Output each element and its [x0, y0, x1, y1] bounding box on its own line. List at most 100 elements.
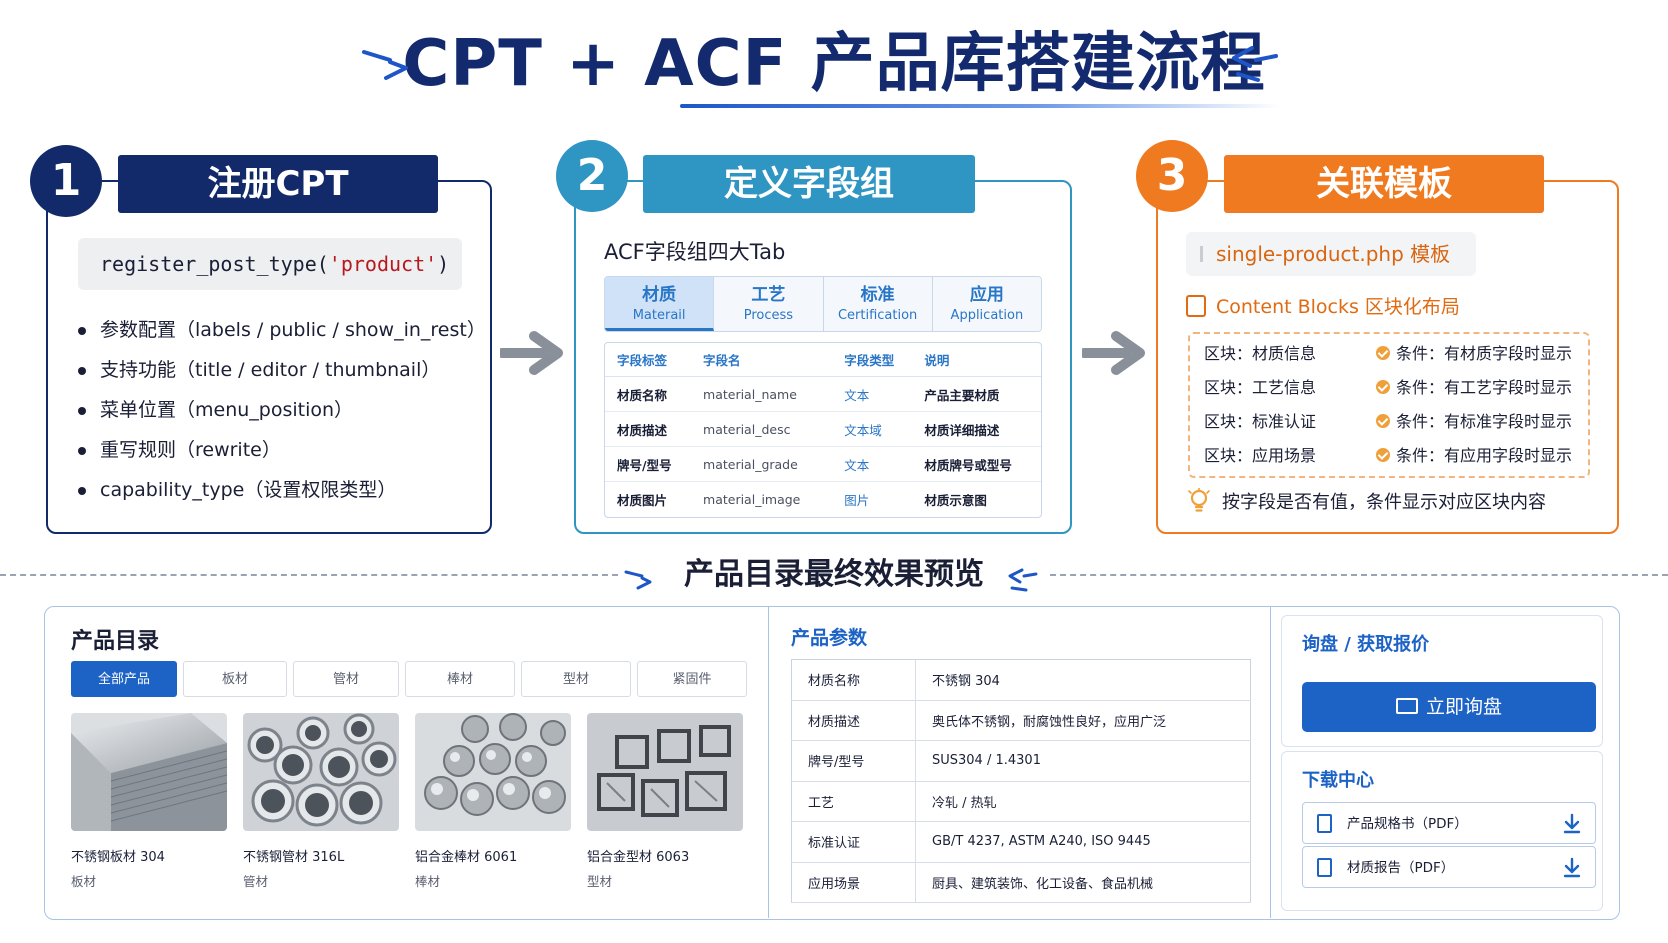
title-underline — [680, 104, 1280, 108]
field-description: 材质示意图 — [924, 493, 987, 508]
check-icon — [1376, 414, 1390, 428]
table-row: 材质名称 material_name 文本 产品主要材质 — [605, 377, 1041, 412]
param-key: 工艺 — [791, 781, 916, 822]
table-row: 材质描述奥氏体不锈钢，耐腐蚀性良好，应用广泛 — [791, 700, 1251, 741]
tab-sublabel: Certification — [837, 308, 918, 323]
block-name: 区块：工艺信息 — [1204, 378, 1317, 397]
tab-fastener[interactable]: 紧固件 — [637, 661, 747, 697]
title-area: CPT + ACF 产品库搭建流程 — [0, 14, 1668, 114]
step-3-badge: 3 — [1136, 140, 1208, 212]
block-row: 区块：工艺信息 条件：有工艺字段时显示 — [1204, 372, 1584, 404]
steel-tubes-image — [243, 713, 399, 831]
condition-text: 条件：有工艺字段时显示 — [1396, 378, 1573, 397]
block-name: 区块：材质信息 — [1204, 344, 1317, 363]
tab-process[interactable]: 工艺 Process — [714, 277, 824, 331]
column-header: 字段类型 — [832, 343, 913, 377]
aluminum-profiles-image — [587, 713, 743, 831]
list-item: capability_type（设置权限类型） — [78, 470, 486, 510]
param-key: 材质描述 — [791, 700, 916, 741]
left-swoosh-icon — [624, 570, 652, 590]
block-row: 区块：材质信息 条件：有材质字段时显示 — [1204, 338, 1584, 370]
inquire-now-button[interactable]: 立即询盘 — [1302, 682, 1596, 732]
field-description: 材质详细描述 — [912, 412, 1041, 447]
document-icon — [1317, 814, 1332, 833]
page-title: CPT + ACF 产品库搭建流程 — [402, 27, 1266, 101]
download-center: 下载中心 产品规格书（PDF） 材质报告（PDF） — [1281, 751, 1603, 911]
download-spec-sheet[interactable]: 产品规格书（PDF） — [1302, 802, 1596, 844]
list-item: 参数配置（labels / public / show_in_rest） — [78, 310, 486, 350]
product-card[interactable]: 铝合金型材 6063 型材 — [587, 713, 743, 891]
table-row: 应用场景厨具、建筑装饰、化工设备、食品机械 — [791, 862, 1251, 903]
code-string: 'product' — [328, 252, 438, 276]
inquire-button-label: 立即询盘 — [1425, 696, 1502, 718]
divider-left — [0, 574, 618, 576]
param-key: 材质名称 — [791, 659, 916, 701]
product-name: 铝合金型材 6063 — [587, 850, 690, 865]
tab-label: 标准 — [860, 285, 895, 305]
product-card[interactable]: 不锈钢板材 304 板材 — [71, 713, 228, 891]
param-value: SUS304 / 1.4301 — [915, 740, 1251, 782]
product-category: 棒材 — [415, 874, 441, 889]
tab-material[interactable]: 材质 Materail — [605, 277, 715, 331]
product-category: 型材 — [587, 874, 613, 889]
content-blocks-note: 按字段是否有值，条件显示对应区块内容 — [1188, 488, 1546, 518]
block-name: 区块：应用场景 — [1204, 446, 1317, 465]
param-value: 厨具、建筑装饰、化工设备、食品机械 — [915, 862, 1251, 903]
tab-certification[interactable]: 标准 Certification — [823, 277, 933, 331]
param-key: 标准认证 — [791, 821, 916, 863]
tab-all-products[interactable]: 全部产品 — [71, 661, 177, 697]
step-1-badge: 1 — [30, 145, 102, 217]
mail-icon — [1395, 698, 1418, 714]
right-swoosh-icon — [1232, 46, 1278, 82]
product-card[interactable]: 不锈钢管材 316L 管材 — [243, 713, 399, 891]
block-row: 区块：标准认证 条件：有标准字段时显示 — [1204, 406, 1584, 438]
block-condition: 条件：有工艺字段时显示 — [1376, 372, 1572, 404]
table-row: 材质名称不锈钢 304 — [791, 659, 1251, 701]
field-type: 文本 — [832, 447, 913, 482]
condition-text: 条件：有标准字段时显示 — [1396, 412, 1573, 431]
step-2-panel: ACF字段组四大Tab 材质 Materail 工艺 Process 标准 Ce… — [574, 180, 1072, 534]
check-icon — [1376, 380, 1390, 394]
lightbulb-icon — [1188, 488, 1210, 512]
acf-heading: ACF字段组四大Tab — [604, 240, 786, 264]
param-key: 牌号/型号 — [791, 740, 916, 782]
table-row: 牌号/型号 material_grade 文本 材质牌号或型号 — [605, 447, 1041, 482]
register-post-type-code: register_post_type('product') — [78, 238, 462, 290]
params-table: 材质名称不锈钢 304 材质描述奥氏体不锈钢，耐腐蚀性良好，应用广泛 牌号/型号… — [791, 659, 1251, 903]
params-title: 产品参数 — [791, 627, 868, 649]
tab-label: 工艺 — [751, 285, 786, 305]
product-catalog: 产品目录 全部产品 板材 管材 棒材 型材 紧固件 — [45, 607, 769, 918]
tab-profile[interactable]: 型材 — [521, 661, 631, 697]
arrow-right-icon — [500, 331, 563, 375]
catalog-title: 产品目录 — [71, 629, 160, 654]
tab-application[interactable]: 应用 Application — [932, 277, 1041, 331]
content-blocks-label: Content Blocks 区块化布局 — [1216, 296, 1460, 318]
inquiry-sidebar: 询盘 / 获取报价 立即询盘 下载中心 产品规格书（PDF） 材质报告（PDF） — [1273, 607, 1619, 918]
download-material-report[interactable]: 材质报告（PDF） — [1302, 846, 1596, 888]
field-name: material_image — [703, 492, 801, 507]
block-condition: 条件：有应用字段时显示 — [1376, 440, 1572, 472]
field-name: material_desc — [691, 412, 833, 447]
tab-tube[interactable]: 管材 — [293, 661, 399, 697]
inquiry-card: 询盘 / 获取报价 立即询盘 — [1281, 615, 1603, 747]
code-prefix: register_post_type( — [100, 252, 329, 276]
condition-text: 条件：有材质字段时显示 — [1396, 344, 1573, 363]
param-value: 冷轧 / 热轧 — [915, 781, 1251, 822]
table-row: 材质描述 material_desc 文本域 材质详细描述 — [605, 412, 1041, 447]
download-title: 下载中心 — [1302, 770, 1374, 791]
product-category: 管材 — [243, 874, 269, 889]
step-1-list: 参数配置（labels / public / show_in_rest） 支持功… — [78, 310, 486, 510]
download-icon[interactable] — [1563, 813, 1581, 835]
product-card[interactable]: 铝合金棒材 6061 棒材 — [415, 713, 571, 891]
param-key: 应用场景 — [791, 862, 916, 903]
tab-sheet[interactable]: 板材 — [183, 661, 287, 697]
tab-rod[interactable]: 棒材 — [405, 661, 515, 697]
download-icon[interactable] — [1563, 857, 1581, 879]
inquiry-title: 询盘 / 获取报价 — [1302, 634, 1430, 655]
field-type: 文本 — [832, 377, 913, 412]
step-1-panel: register_post_type('product') 参数配置（label… — [46, 180, 492, 534]
param-value: 奥氏体不锈钢，耐腐蚀性良好，应用广泛 — [915, 700, 1251, 741]
product-name: 不锈钢板材 304 — [71, 850, 165, 865]
product-grid: 不锈钢板材 304 板材 不锈钢管材 — [71, 713, 743, 891]
